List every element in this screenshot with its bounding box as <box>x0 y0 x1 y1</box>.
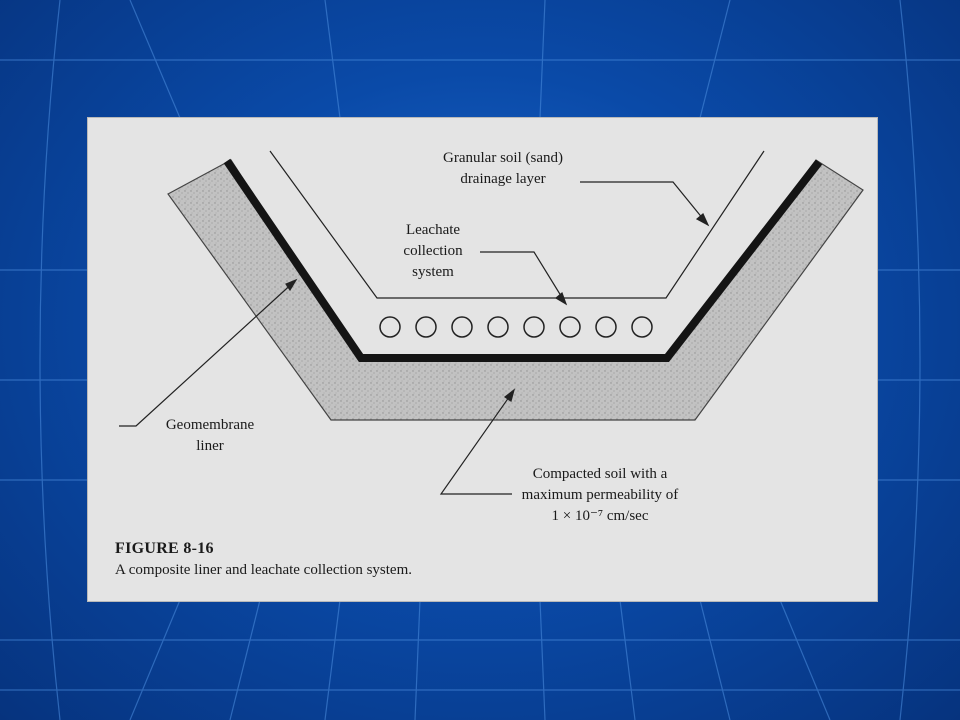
figure-card: Granular soil (sand) drainage layer Leac… <box>88 118 877 601</box>
geomembrane-leader <box>119 278 298 427</box>
leachate-label-line: Leachate <box>405 222 461 238</box>
leachate-pipe <box>379 316 401 338</box>
liner-diagram <box>119 150 864 495</box>
leachate-system-label: Leachate collection system <box>388 220 478 283</box>
compacted-label-line: 1 × 10⁻⁷ cm/sec <box>551 508 649 524</box>
compacted-label-line: Compacted soil with a <box>532 466 668 482</box>
geomembrane-label-line: liner <box>196 438 224 454</box>
leachate-pipe <box>523 316 545 338</box>
leachate-label-line: collection <box>403 243 463 259</box>
figure-caption: A composite liner and leachate collectio… <box>115 562 412 578</box>
drainage-leader <box>580 181 710 227</box>
compacted-leader <box>439 388 516 495</box>
drainage-label-line: drainage layer <box>460 171 546 187</box>
compacted-label-line: maximum permeability of <box>521 487 679 503</box>
compacted-soil-layer <box>167 159 864 421</box>
leachate-leader <box>480 251 568 306</box>
geomembrane-label-line: Geomembrane <box>165 417 255 433</box>
geomembrane-label: Geomembrane liner <box>140 415 280 457</box>
drainage-layer-label: Granular soil (sand) drainage layer <box>423 148 583 190</box>
leachate-pipes <box>379 316 653 338</box>
compacted-soil-label: Compacted soil with a maximum permeabili… <box>500 464 700 527</box>
drainage-layer-outline <box>269 150 765 299</box>
figure-title: FIGURE 8-16 <box>115 540 214 557</box>
leachate-pipe <box>487 316 509 338</box>
leachate-pipe <box>559 316 581 338</box>
leachate-pipe <box>451 316 473 338</box>
leachate-label-line: system <box>412 264 454 280</box>
geomembrane-liner <box>223 158 823 362</box>
leachate-pipe <box>415 316 437 338</box>
leachate-pipe <box>595 316 617 338</box>
leachate-pipe <box>631 316 653 338</box>
drainage-label-line: Granular soil (sand) <box>443 150 563 166</box>
